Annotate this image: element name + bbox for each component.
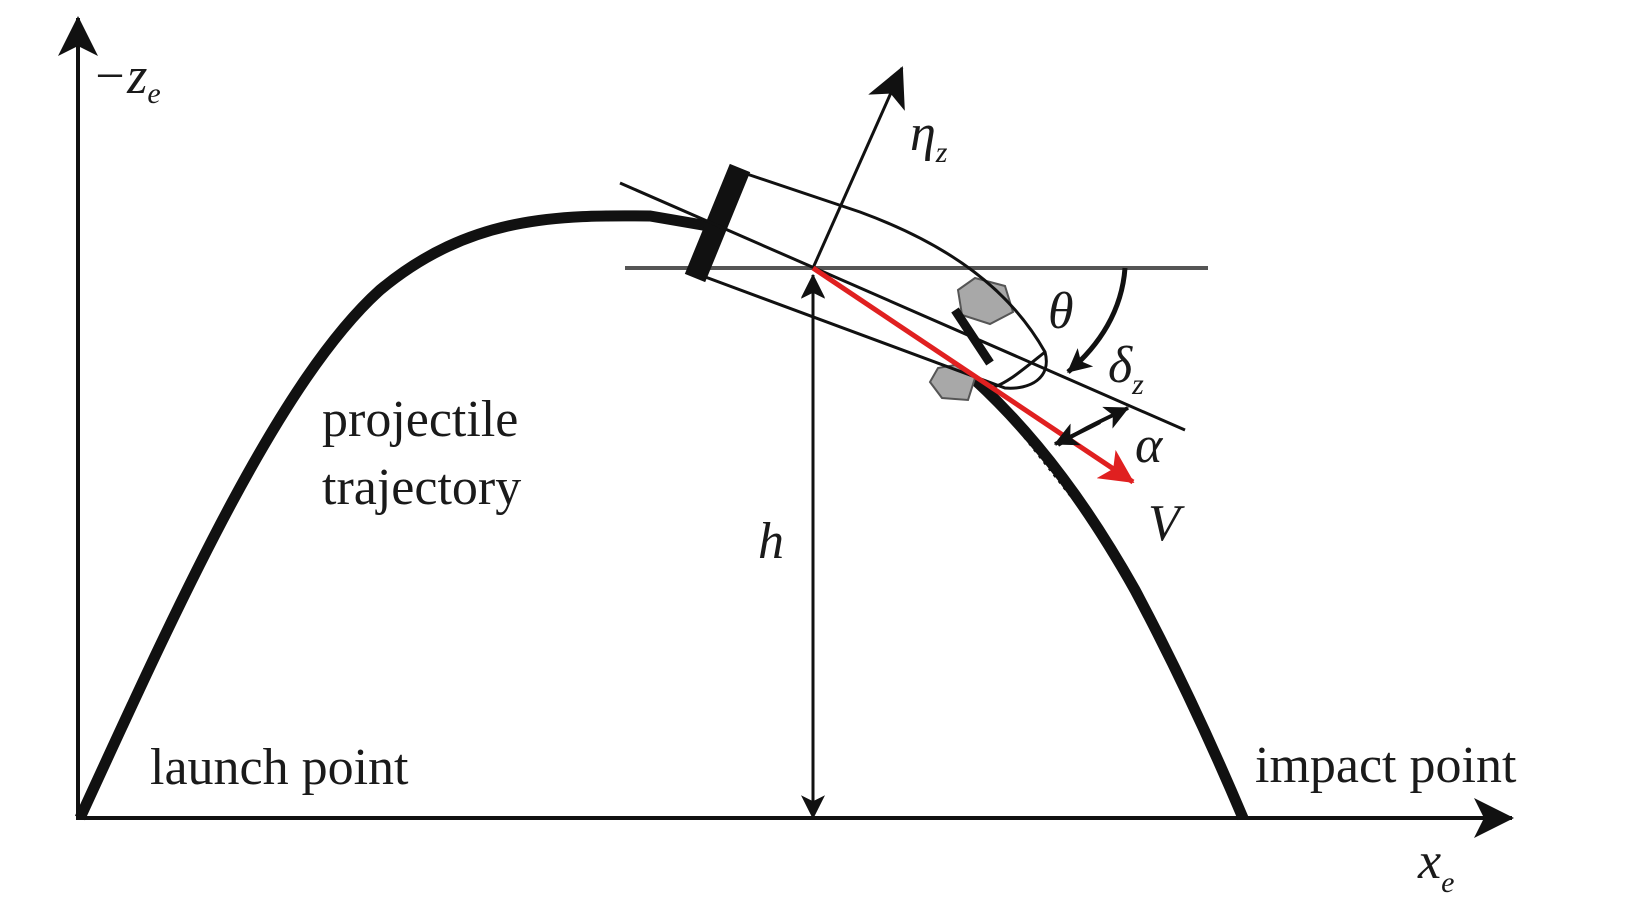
- body-axis-label: ηz: [910, 105, 948, 169]
- body-longitudinal-axis: [619, 181, 1186, 432]
- velocity-vector: [811, 265, 1135, 485]
- projectile-body: [684, 163, 1048, 402]
- pitch-angle-label: θ: [1048, 283, 1074, 340]
- deflection-label: δz: [1108, 337, 1144, 401]
- velocity-label: V: [1148, 495, 1185, 552]
- canard-fin: [956, 276, 1015, 326]
- vertical-axis-label: −ze: [92, 48, 161, 110]
- impact-point-label: impact point: [1255, 737, 1517, 794]
- height-label: h: [758, 513, 784, 570]
- horizontal-axis-label: xe: [1417, 833, 1454, 899]
- trajectory-label-line2: trajectory: [322, 459, 521, 516]
- pitch-angle-arc: [1066, 267, 1128, 374]
- attack-angle-arc-back: [1053, 420, 1101, 446]
- projectile-base: [684, 163, 751, 283]
- launch-point-label: launch point: [150, 739, 409, 796]
- body-normal-axis: [811, 66, 905, 269]
- attack-angle-label: α: [1135, 417, 1164, 474]
- trajectory-label-line1: projectile: [322, 391, 518, 448]
- trajectory-curve: [75, 210, 721, 821]
- trajectory-descending-curve: [971, 375, 1249, 821]
